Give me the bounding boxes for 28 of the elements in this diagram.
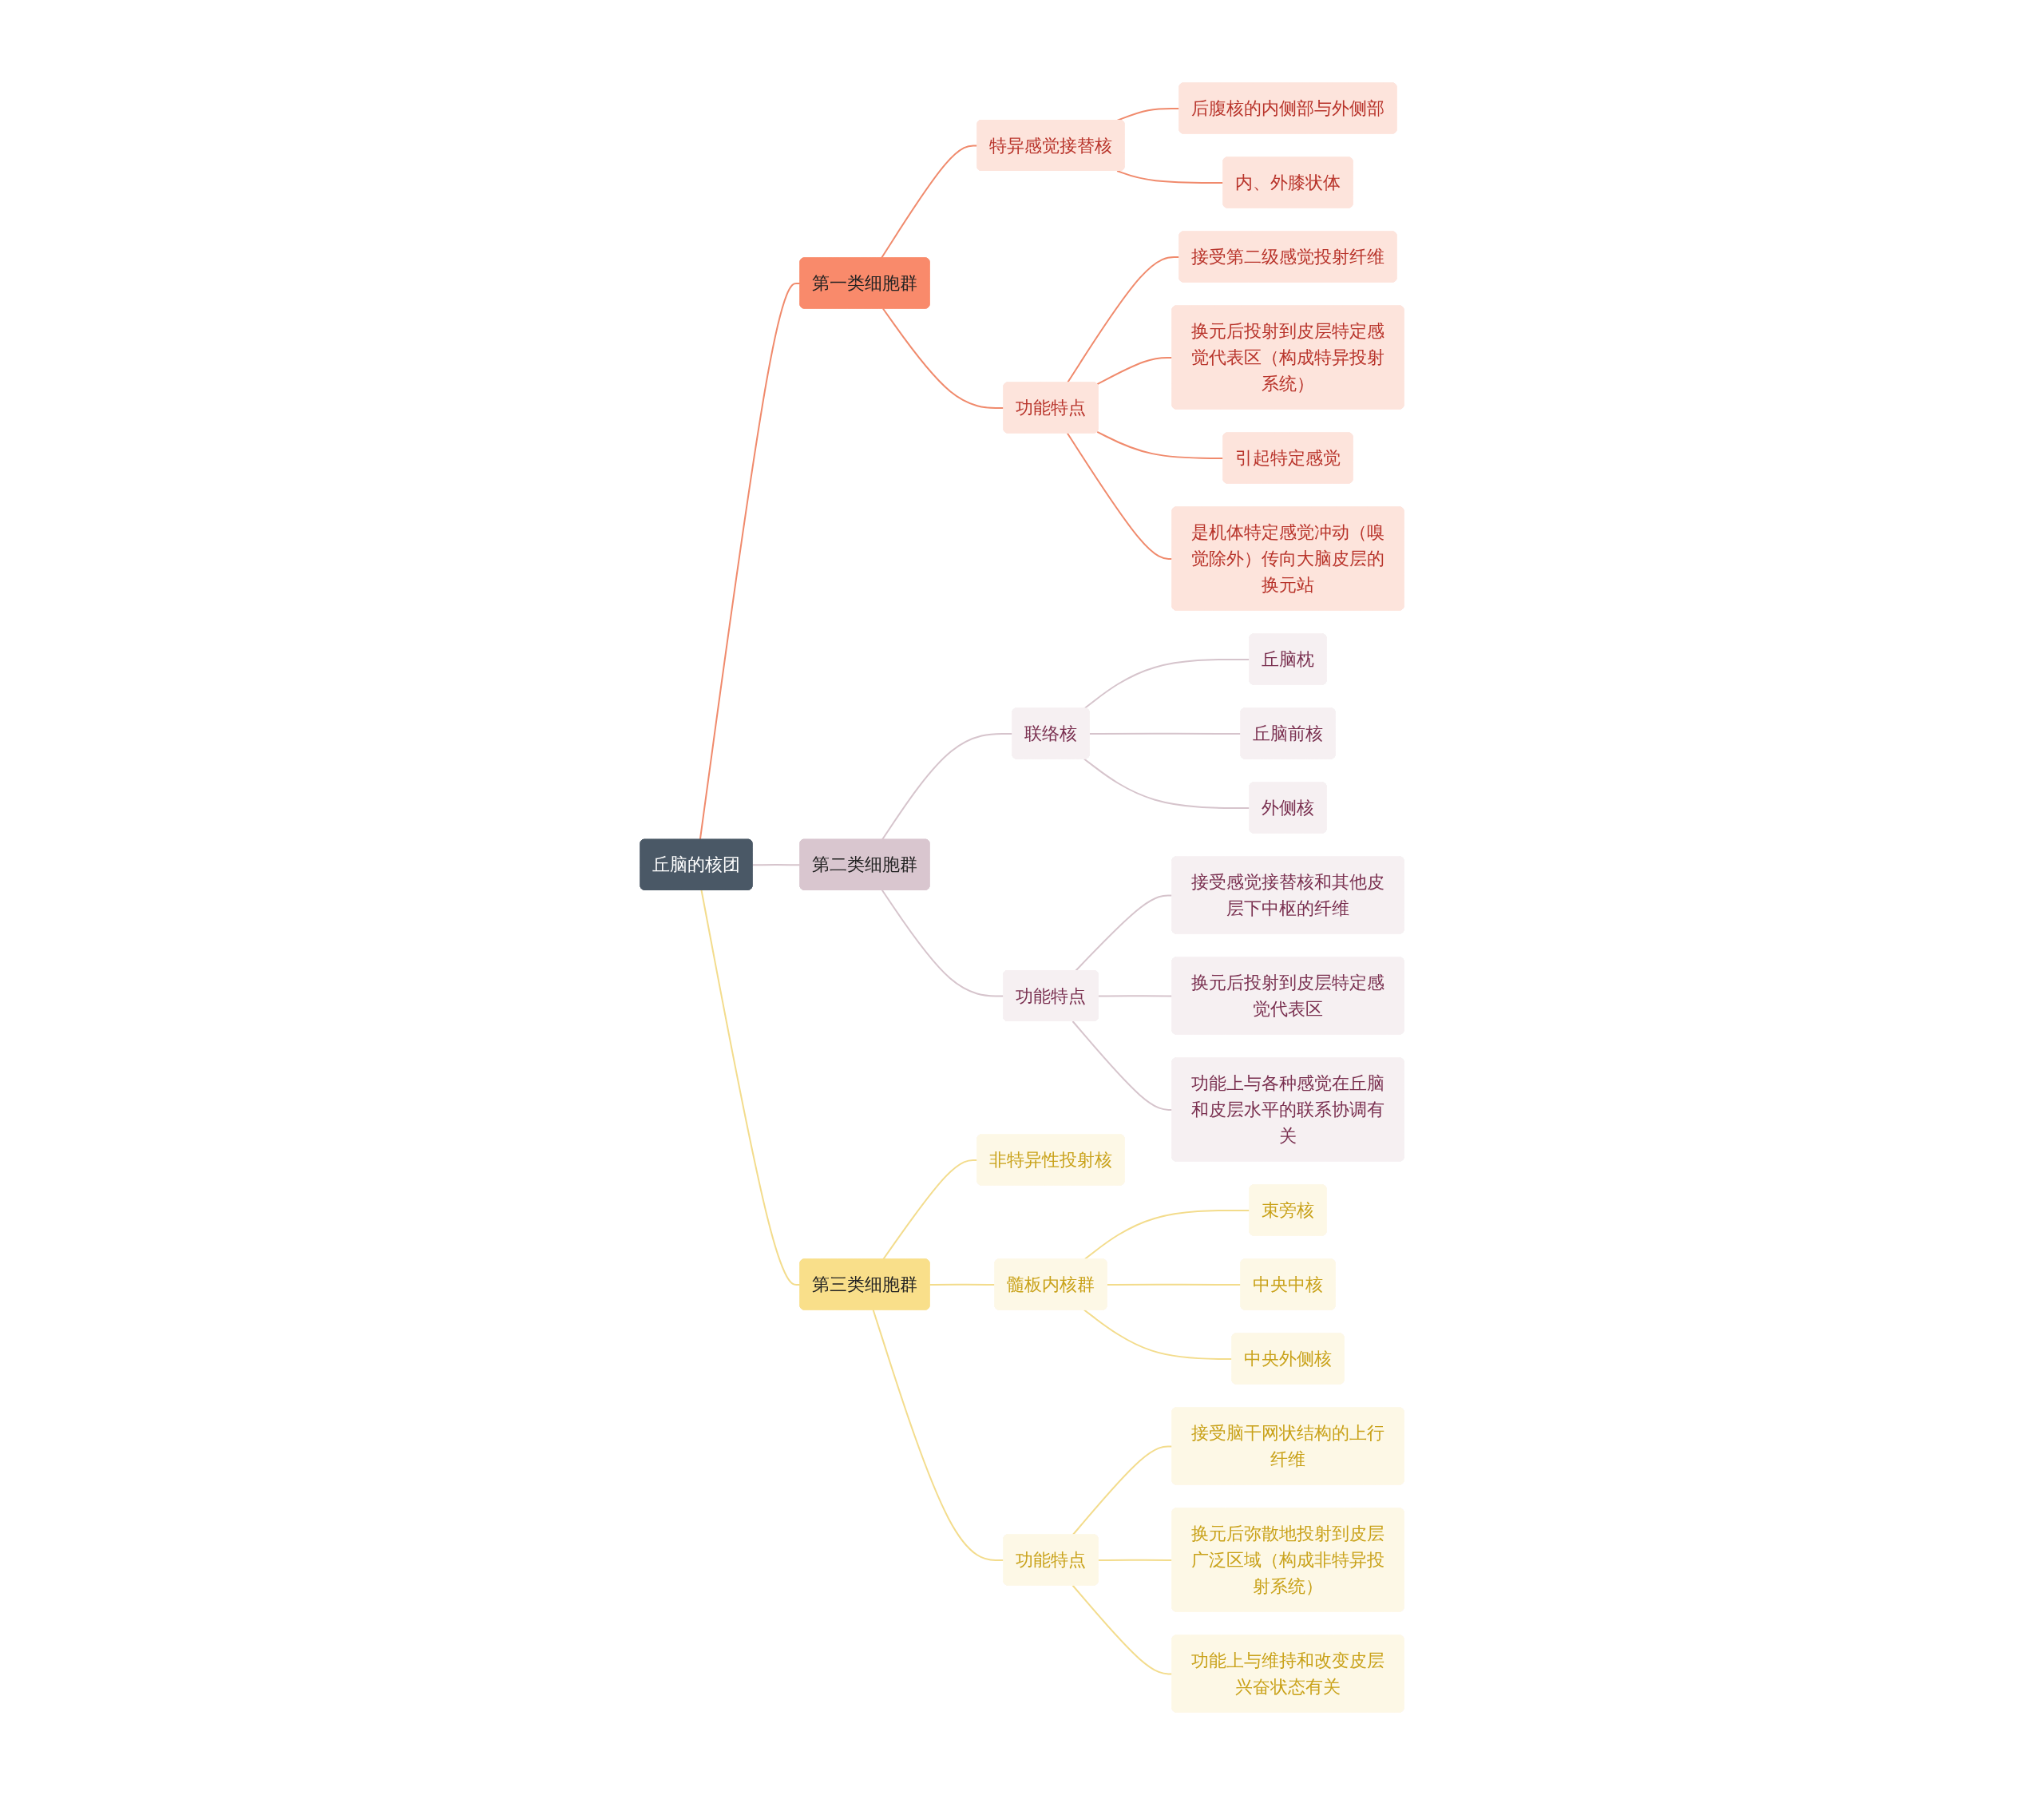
connector (1083, 658, 1251, 710)
connector (881, 307, 1005, 409)
connector (881, 889, 1005, 997)
connector (1083, 1209, 1251, 1261)
connector (1096, 430, 1225, 459)
connector (1097, 995, 1174, 997)
connector (929, 1283, 996, 1286)
connector (1075, 894, 1174, 972)
connector (1066, 256, 1181, 384)
connector (700, 889, 802, 1286)
connector (1096, 356, 1174, 386)
connector (1072, 1445, 1174, 1536)
connector (1116, 107, 1181, 121)
connector (1088, 732, 1242, 735)
connector (1083, 758, 1251, 809)
connector (880, 145, 979, 260)
connector (1106, 1283, 1242, 1286)
connector (751, 863, 802, 866)
connector (1072, 1584, 1174, 1675)
connector (1116, 170, 1225, 184)
connector (1072, 1020, 1174, 1111)
connector (1066, 432, 1174, 560)
connector (1083, 1309, 1234, 1360)
connector (881, 732, 1014, 841)
connector (881, 1159, 979, 1261)
connector (872, 1309, 1005, 1561)
connector (699, 282, 802, 841)
connector (1097, 1559, 1174, 1561)
